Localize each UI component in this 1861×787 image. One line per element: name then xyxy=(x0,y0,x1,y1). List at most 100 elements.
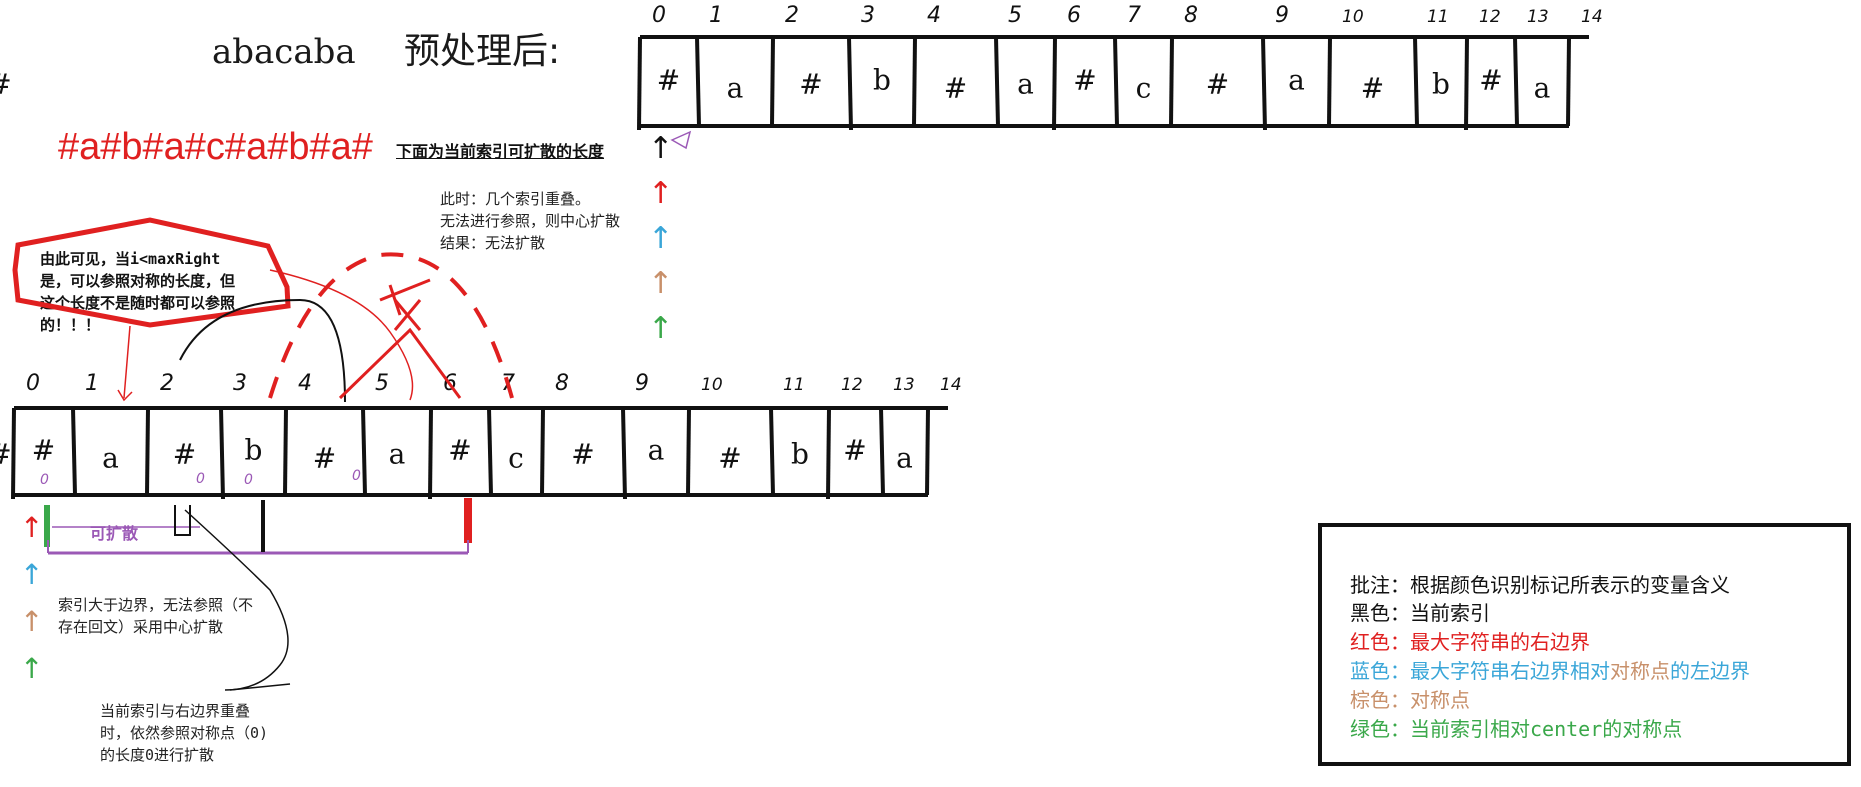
bottom-array-cell-2: # xyxy=(173,438,196,471)
conclusion-line: 是，可以参照对称的长度，但 xyxy=(40,272,236,290)
bottom-array-index-11: 11 xyxy=(783,375,805,395)
top-array-index-12: 12 xyxy=(1479,7,1501,27)
preprocessed-string: #a#b#a#c#a#b#a# xyxy=(58,126,373,168)
legend-brown: 棕色：对称点 xyxy=(1350,688,1470,712)
legend-blue: 蓝色：最大字符串右边界相对对称点的左边界 xyxy=(1350,655,1750,684)
legend-black: 黑色：当前索引 xyxy=(1350,601,1490,625)
conclusion-arrowhead xyxy=(117,389,133,402)
top-array-index-8: 8 xyxy=(1184,3,1198,28)
conclusion-arrow xyxy=(123,325,131,399)
top-array-index-1: 1 xyxy=(709,3,723,28)
bottom-array-cell-7: c xyxy=(508,442,524,475)
conclusion-note: 由此可见，当i<maxRight 是，可以参照对称的长度，但 这个长度不是随时都… xyxy=(40,248,235,336)
top-array-cell-13: a xyxy=(1534,72,1551,105)
top-small-mark xyxy=(670,130,692,150)
bottom-array-index-1: 1 xyxy=(85,371,99,396)
top-array-cell-10: # xyxy=(1361,72,1384,105)
exceed-line: 索引大于边界，无法参照（不 xyxy=(58,596,254,614)
bottom-array-cell-divider xyxy=(11,407,16,500)
note-pointer-tail xyxy=(229,683,291,691)
top-array-cell-divider xyxy=(1566,36,1571,127)
bottom-array-index-13: 13 xyxy=(893,375,915,395)
conclusion-line: 这个长度不是随时都可以参照 xyxy=(40,294,236,312)
bottom-array-cell-divider xyxy=(686,407,691,496)
top-array-cell-3: b xyxy=(873,64,891,97)
top-array-cell-divider xyxy=(1169,36,1174,127)
x-mark-1 xyxy=(379,278,431,302)
top-array-cell-divider xyxy=(1513,36,1519,127)
top-array-cell-11: b xyxy=(1432,68,1450,101)
top-array-cell-divider xyxy=(1464,36,1469,131)
top-array-cell-0: # xyxy=(657,64,680,97)
zero-mark: 0 xyxy=(196,471,205,487)
top-array-cell-divider xyxy=(1113,36,1119,127)
zero-mark: 0 xyxy=(244,472,253,488)
top-array-cell-6: # xyxy=(1073,64,1096,97)
can-expand-label: 可扩散 xyxy=(90,524,139,543)
top-array-cell-divider xyxy=(695,36,701,127)
top-array-cell-divider xyxy=(912,36,917,127)
bottom-array-index-3: 3 xyxy=(233,371,247,396)
top-array-cell-divider xyxy=(770,36,775,127)
top-array-cell-4: # xyxy=(944,72,967,105)
overlap-right-line: 时，依然参照对称点（0) xyxy=(100,724,269,742)
top-array-cell-divider xyxy=(1261,36,1267,131)
overlap-right-line: 的长度0进行扩散 xyxy=(100,746,215,764)
top-array-cell-divider xyxy=(847,36,853,131)
bottom-array-cell-5: a xyxy=(389,438,406,471)
bottom-array-cell-11: b xyxy=(791,438,809,471)
conclusion-line: 的！！！ xyxy=(40,316,101,334)
exceed-boundary-note: 索引大于边界，无法参照（不 存在回文）采用中心扩散 xyxy=(58,594,253,638)
bottom-array-cell-9: a xyxy=(648,434,665,467)
dashed-arc-outer xyxy=(268,252,514,399)
bottom-array-index-2: 2 xyxy=(160,371,174,396)
bottom-array-cell-4: # xyxy=(313,442,336,475)
bottom-array-index-5: 5 xyxy=(375,371,389,396)
bottom-array-cell-8: # xyxy=(571,438,594,471)
top-array-cell-5: a xyxy=(1017,68,1034,101)
original-string: abacaba xyxy=(212,32,356,72)
top-indicator-arrow-3: ↑ xyxy=(648,266,673,301)
top-array-cell-divider xyxy=(637,36,642,131)
indicator-arrow-2: ↑ xyxy=(20,605,43,638)
legend-box: 批注：根据颜色识别标记所表示的变量含义 黑色：当前索引 红色：最大字符串的右边界… xyxy=(1318,523,1851,766)
red-marker xyxy=(464,498,472,543)
bottom-array-index-14: 14 xyxy=(940,375,962,395)
note-pointer xyxy=(184,509,289,691)
indicator-arrow-3: ↑ xyxy=(20,652,43,685)
top-array-index-14: 14 xyxy=(1581,7,1603,27)
mirror-arc xyxy=(179,298,346,403)
top-array-index-4: 4 xyxy=(927,3,941,28)
bottom-array-cell-divider xyxy=(826,407,831,500)
x-mark-3 xyxy=(393,299,422,331)
bottom-array-cell-divider xyxy=(879,407,885,496)
exceed-line: 存在回文）采用中心扩散 xyxy=(58,618,224,636)
curve-to-cell-5 xyxy=(269,269,414,401)
top-array-index-6: 6 xyxy=(1067,3,1081,28)
preprocessed-label: 预处理后: xyxy=(404,31,561,72)
top-array-index-0: 0 xyxy=(652,3,666,28)
top-array-index-10: 10 xyxy=(1342,7,1364,27)
top-indicator-arrow-1: ↑ xyxy=(648,176,673,211)
top-array-cell-divider xyxy=(1052,36,1057,131)
top-indicator-arrow-0: ↑ xyxy=(648,131,673,166)
legend-blue-a: 蓝色：最大字符串右边界相对 xyxy=(1350,659,1610,683)
bottom-array-cell-3: b xyxy=(245,434,263,467)
bottom-array-cell-1: a xyxy=(102,442,119,475)
bottom-array-cell-divider xyxy=(283,407,288,496)
green-marker xyxy=(44,505,50,547)
overlap-right-line: 当前索引与右边界重叠 xyxy=(100,702,251,720)
zero-mark: 0 xyxy=(40,472,49,488)
bottom-array-index-8: 8 xyxy=(555,371,569,396)
top-array-cell-divider xyxy=(994,36,1000,127)
top-array-index-2: 2 xyxy=(785,3,799,28)
bottom-array-cell-divider xyxy=(925,407,930,496)
top-array-index-5: 5 xyxy=(1008,3,1022,28)
bottom-array-cell-divider xyxy=(487,407,493,496)
overlap-note-line: 结果：无法扩散 xyxy=(440,234,546,252)
overlap-note-line: 此时：几个索引重叠。 xyxy=(440,190,591,208)
bottom-array-cell-divider xyxy=(428,407,433,500)
legend-title: 批注：根据颜色识别标记所表示的变量含义 xyxy=(1350,573,1730,597)
